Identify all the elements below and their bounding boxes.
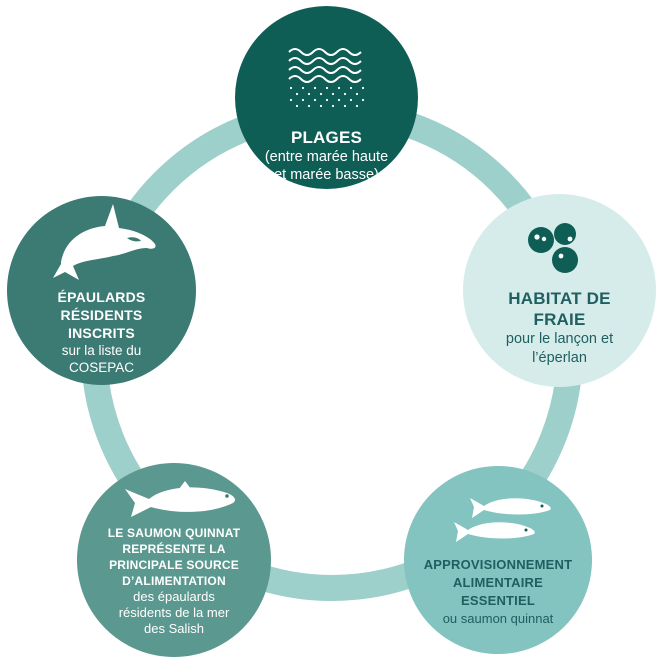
orca-title-line2: RÉSIDENTS [60, 307, 143, 323]
orca-title-line3: INSCRITS [68, 325, 135, 341]
salmon-icon [125, 481, 235, 517]
salmon-title-line4: D’ALIMENTATION [122, 574, 226, 588]
node-spawning-habitat: HABITAT DE FRAIE pour le lançon et l’épe… [463, 194, 656, 387]
food-desc-line1: ou saumon quinnat [442, 611, 554, 626]
orca-title-line1: ÉPAULARDS [57, 289, 146, 305]
food-title-line2: ALIMENTAIRE [452, 575, 544, 590]
food-title-line3: ESSENTIEL [460, 593, 536, 608]
food-title-line1: APPROVISIONNEMENT [423, 557, 573, 572]
orca-desc-line1: sur la liste du [61, 343, 142, 358]
spawning-title-line1: HABITAT DE [508, 289, 611, 308]
spawning-desc-line2: l’éperlan [532, 350, 587, 366]
node-resident-orcas: ÉPAULARDS RÉSIDENTS INSCRITS sur la list… [7, 196, 196, 385]
fish-eggs-icon [528, 223, 578, 273]
salmon-desc-line3: des Salish [144, 621, 204, 636]
node-chinook-salmon: LE SAUMON QUINNAT REPRÉSENTE LA PRINCIPA… [77, 463, 271, 657]
spawning-desc-line1: pour le lançon et [505, 331, 614, 347]
salmon-title-line1: LE SAUMON QUINNAT [107, 526, 241, 540]
orca-icon [53, 204, 156, 280]
salmon-title-line2: REPRÉSENTE LA [122, 542, 226, 556]
waves-icon [288, 48, 365, 108]
node-beaches: PLAGES (entre marée haute et marée basse… [235, 6, 418, 189]
node-food-supply: APPROVISIONNEMENT ALIMENTAIRE ESSENTIEL … [404, 466, 592, 654]
salmon-title-line3: PRINCIPALE SOURCE [109, 558, 239, 572]
beaches-title: PLAGES [290, 128, 363, 147]
small-fish-icon [454, 498, 551, 542]
salmon-desc-line1: des épaulards [133, 589, 215, 604]
spawning-title-line2: FRAIE [533, 310, 586, 329]
beaches-desc-line2: et marée basse) [274, 167, 379, 183]
orca-desc-line2: COSEPAC [68, 360, 134, 375]
beaches-desc-line1: (entre marée haute [264, 149, 389, 165]
salmon-desc-line2: résidents de la mer [118, 605, 230, 620]
